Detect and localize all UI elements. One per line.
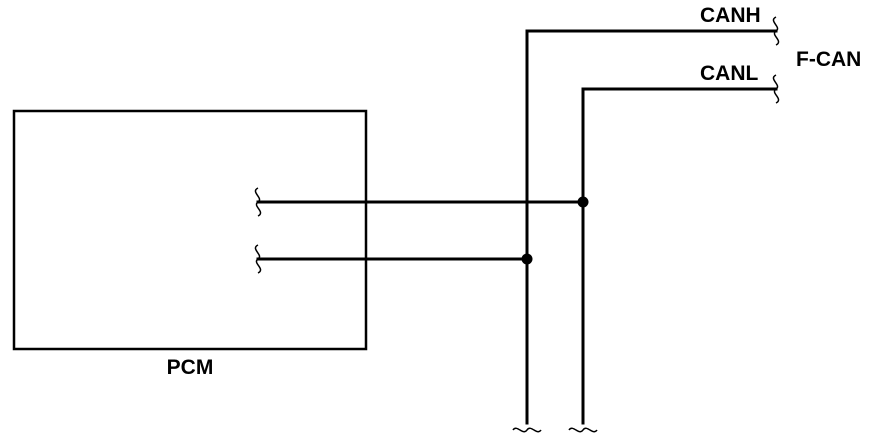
- canh-wire: [525, 29, 778, 425]
- pcm-canh-break-symbol: [254, 244, 262, 274]
- canl-label: CANL: [700, 62, 758, 85]
- pcm-module-box: [12, 109, 368, 351]
- canl-break-symbol: [772, 74, 780, 104]
- pcm-label: PCM: [167, 356, 214, 379]
- pcm-canl-break-symbol: [254, 187, 262, 217]
- canl-wire: [581, 87, 778, 425]
- canh-break-symbol: [772, 16, 780, 46]
- canl-junction-dot: [577, 196, 589, 208]
- canh-junction-dot: [521, 253, 533, 265]
- canl-bottom-break-symbol: [568, 427, 598, 433]
- f-can-label: F-CAN: [796, 48, 861, 71]
- canh-bottom-break-symbol: [512, 427, 542, 433]
- canh-label: CANH: [700, 4, 761, 27]
